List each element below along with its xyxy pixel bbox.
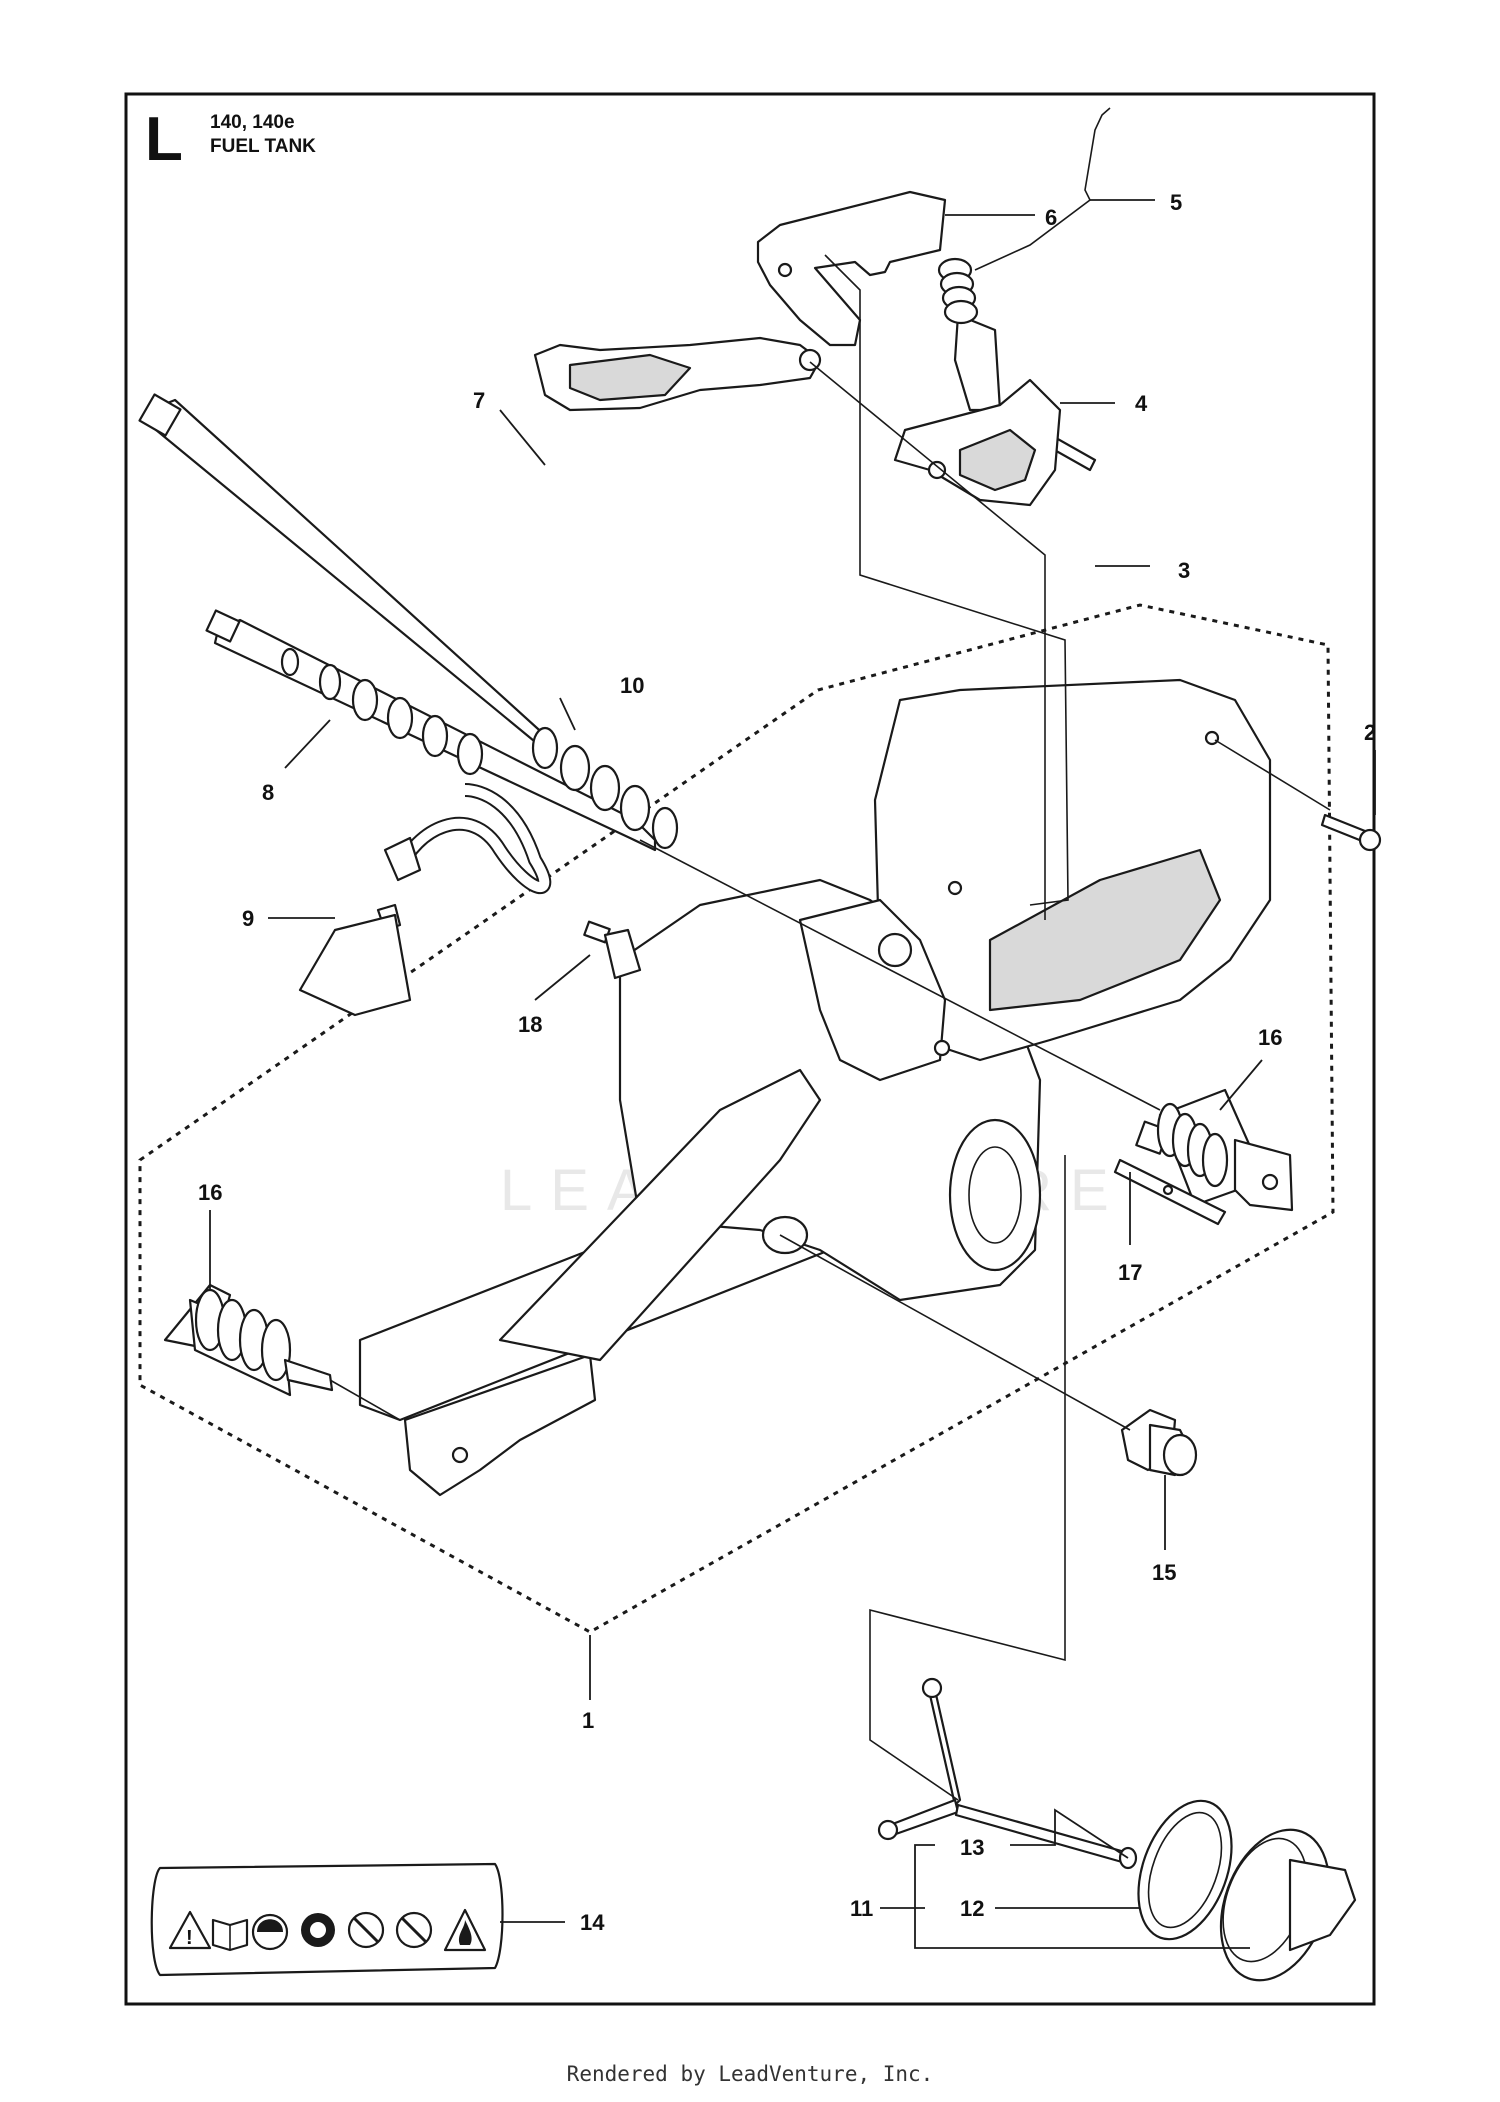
model-numbers: 140, 140e — [210, 112, 295, 133]
av-pin — [1113, 1158, 1227, 1226]
fuel-tank-body — [358, 678, 1272, 1497]
diagram-frame — [124, 92, 1376, 2006]
callout-16-right: 16 — [1258, 1025, 1282, 1050]
spring — [937, 107, 1111, 325]
svg-text:!: ! — [186, 1927, 193, 1949]
throttle-lever — [533, 336, 822, 412]
av-spring-right — [1135, 1088, 1294, 1212]
callout-12: 12 — [960, 1896, 984, 1921]
callout-7: 7 — [473, 388, 485, 413]
callout-15: 15 — [1152, 1560, 1176, 1585]
callout-13: 13 — [960, 1835, 984, 1860]
fuel-filter — [298, 783, 552, 1017]
screw — [1320, 813, 1382, 852]
fire-warning-icon — [443, 1908, 487, 1952]
cap-gasket — [1137, 1799, 1233, 1941]
av-spring-left — [163, 1283, 334, 1397]
footer-credit: Rendered by LeadVenture, Inc. — [566, 2062, 934, 2086]
callout-18: 18 — [518, 1012, 542, 1037]
fuel-hose — [205, 609, 657, 852]
callout-labels: 1 2 3 4 5 6 7 8 9 10 11 12 13 14 15 16 1… — [198, 190, 1376, 1935]
fuel-cap — [1219, 1828, 1357, 1982]
callout-2: 2 — [1364, 720, 1376, 745]
section-letter: L — [145, 105, 183, 174]
callout-1: 1 — [582, 1708, 594, 1733]
leader-lines — [209, 199, 1376, 1949]
callout-14: 14 — [580, 1910, 605, 1935]
diagram-title: FUEL TANK — [210, 136, 316, 157]
warning-decal: ! — [150, 1862, 504, 1977]
callout-5: 5 — [1170, 190, 1182, 215]
callout-6: 6 — [1045, 205, 1057, 230]
tank-fitting — [1120, 1408, 1198, 1477]
warning-triangle-icon: ! — [168, 1910, 212, 1950]
prohibition-icon-2 — [395, 1911, 433, 1949]
throttle-trigger — [756, 190, 947, 347]
fuel-hose-ribs — [280, 647, 484, 776]
callout-10: 10 — [620, 673, 644, 698]
callout-9: 9 — [242, 906, 254, 931]
safety-gloves-icon — [301, 1913, 335, 1947]
callout-4: 4 — [1135, 391, 1148, 416]
helmet-protection-icon — [251, 1913, 289, 1951]
av-rubber-stop — [583, 920, 642, 980]
vent-hose — [138, 393, 679, 850]
callout-3: 3 — [1178, 558, 1190, 583]
callout-11: 11 — [850, 1896, 873, 1921]
av-spring-left-coils — [194, 1288, 292, 1382]
vent-hose-ribs — [531, 726, 679, 850]
fuel-cap-assembly — [877, 1677, 1357, 1982]
prohibition-icon-1 — [347, 1911, 385, 1949]
assembly-boundary — [138, 603, 1335, 1634]
callout-17: 17 — [1118, 1260, 1142, 1285]
callout-8: 8 — [262, 780, 274, 805]
av-spring-right-coils — [1156, 1102, 1229, 1188]
manual-book-icon — [211, 1918, 249, 1952]
callout-16-left: 16 — [198, 1180, 222, 1205]
throttle-lockout — [893, 313, 1062, 507]
